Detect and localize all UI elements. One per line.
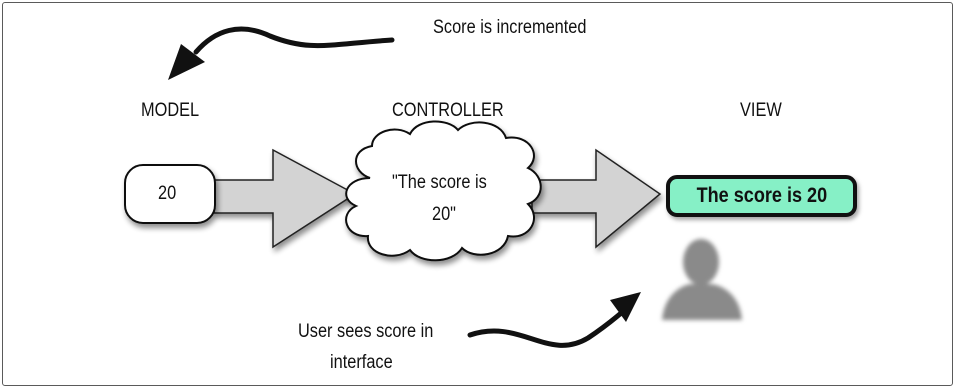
label-controller: CONTROLLER	[392, 100, 504, 121]
model-to-controller-arrow	[213, 148, 357, 249]
annotation-user-sees-line2: interface	[330, 352, 393, 373]
controller-text-line2: 20"	[432, 204, 456, 225]
label-model: MODEL	[141, 100, 200, 121]
model-box	[124, 164, 216, 224]
user-silhouette-icon	[662, 239, 742, 320]
model-value: 20	[158, 183, 177, 204]
view-output-box: The score is 20	[666, 175, 857, 217]
increment-arrowhead-icon	[168, 44, 205, 80]
user-sees-arrowhead-icon	[610, 292, 641, 322]
user-sees-curved-arrow	[467, 311, 623, 348]
controller-to-view-arrow	[531, 148, 662, 249]
controller-text-line1: "The score is	[392, 172, 487, 193]
controller-cloud	[345, 120, 542, 262]
annotation-score-incremented: Score is incremented	[433, 17, 587, 38]
increment-curved-arrow	[193, 26, 395, 55]
annotation-user-sees-line1: User sees score in	[298, 321, 434, 342]
view-output-text: The score is 20	[696, 184, 827, 207]
label-view: VIEW	[740, 100, 782, 121]
